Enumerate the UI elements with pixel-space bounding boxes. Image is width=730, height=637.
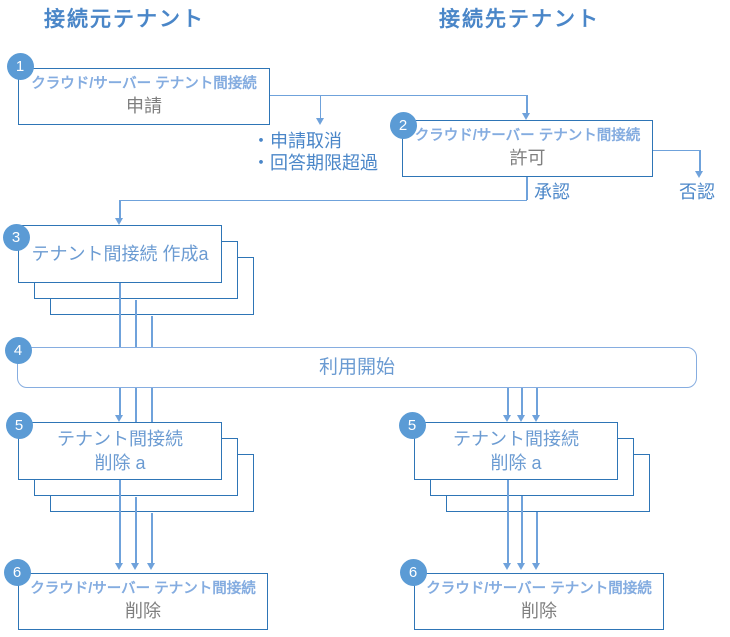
connector-deny-out	[653, 149, 700, 151]
step-circle-5-right: 5	[398, 411, 426, 439]
arrowhead-deny	[695, 171, 703, 178]
arrowhead-into-delete-source	[115, 415, 123, 422]
permit-box: クラウド/サーバー テナント間接続 許可	[402, 120, 653, 177]
start-box: 利用開始	[17, 347, 697, 388]
arrowhead-into-permit	[522, 113, 530, 120]
step-circle-1: 1	[6, 52, 34, 80]
arrowhead-into-remove-target-3	[532, 563, 540, 570]
connector-start-right-2	[521, 388, 523, 415]
arrowhead-into-delete-target-1	[503, 415, 511, 422]
connector-permit-drop	[526, 95, 528, 114]
permit-box-action: 許可	[509, 147, 546, 168]
step-circle-6-left: 6	[3, 558, 31, 586]
connector-start-right-1	[507, 388, 509, 415]
permit-box-tag: クラウド/サーバー テナント間接続	[414, 128, 641, 145]
remove-target-tag: クラウド/サーバー テナント間接続	[426, 581, 652, 598]
arrowhead-into-remove-source-2	[131, 563, 139, 570]
remove-source-action: 削除	[125, 600, 161, 621]
cancel-label-line2: ・回答期限超過	[252, 153, 378, 173]
connector-start-right-3	[536, 388, 538, 415]
start-box-action: 利用開始	[318, 356, 395, 378]
arrowhead-into-remove-source-1	[115, 563, 123, 570]
step-circle-4: 4	[4, 336, 32, 364]
step-circle-2: 2	[389, 111, 417, 139]
connector-start-left-3	[151, 388, 153, 422]
connector-delete-target-1	[507, 480, 509, 563]
delete-target-box: テナント間接続 削除 a	[414, 422, 618, 480]
remove-source-box: クラウド/サーバー テナント間接続 削除	[18, 573, 268, 630]
delete-source-line2: 削除 a	[94, 453, 146, 473]
arrowhead-into-create	[115, 218, 123, 225]
arrowhead-into-remove-target-1	[503, 563, 511, 570]
delete-source-line1: テナント間接続	[57, 428, 183, 449]
delete-source-box: テナント間接続 削除 a	[18, 422, 222, 480]
connector-delete-source-3	[151, 513, 153, 563]
apply-box-action: 申請	[126, 95, 162, 116]
connector-into-create	[119, 200, 121, 218]
arrowhead-into-delete-target-3	[532, 415, 540, 422]
connector-apply-to-permit	[270, 94, 527, 96]
delete-target-line1: テナント間接続	[453, 428, 579, 449]
connector-create-3	[151, 316, 153, 347]
approve-label: 承認	[534, 182, 570, 202]
connector-start-left-2	[135, 388, 137, 422]
connector-start-left-1	[119, 388, 121, 415]
target-tenant-header: 接続先テナント	[439, 8, 600, 31]
arrowhead-into-delete-target-2	[517, 415, 525, 422]
apply-box: クラウド/サーバー テナント間接続 申請	[18, 68, 270, 125]
arrowhead-into-remove-target-2	[517, 563, 525, 570]
step-circle-3: 3	[2, 223, 30, 251]
source-tenant-header: 接続元テナント	[44, 8, 205, 31]
connector-create-1	[119, 283, 121, 347]
connector-approve-across	[119, 199, 527, 201]
connector-delete-source-2	[135, 497, 137, 563]
cancel-label-line1: ・申請取消	[252, 131, 342, 151]
arrowhead-cancel	[315, 118, 324, 125]
remove-target-action: 削除	[521, 600, 557, 621]
connector-delete-target-2	[521, 496, 523, 563]
apply-box-tag: クラウド/サーバー テナント間接続	[31, 76, 257, 93]
deny-label: 否認	[679, 182, 715, 202]
step-circle-5-left: 5	[5, 411, 33, 439]
delete-target-line2: 削除 a	[490, 453, 542, 473]
connector-cancel-branch	[319, 95, 321, 118]
create-box-action: テナント間接続 作成a	[31, 243, 209, 264]
remove-source-tag: クラウド/サーバー テナント間接続	[30, 581, 256, 598]
step-circle-6-right: 6	[399, 558, 427, 586]
connector-approve-drop	[526, 177, 528, 200]
connector-delete-target-3	[536, 512, 538, 563]
connector-delete-source-1	[119, 480, 121, 563]
connector-deny-drop	[699, 150, 701, 171]
create-box: テナント間接続 作成a	[18, 225, 222, 283]
remove-target-box: クラウド/サーバー テナント間接続 削除	[414, 573, 664, 630]
arrowhead-into-remove-source-3	[147, 563, 155, 570]
connector-create-2	[135, 300, 137, 347]
